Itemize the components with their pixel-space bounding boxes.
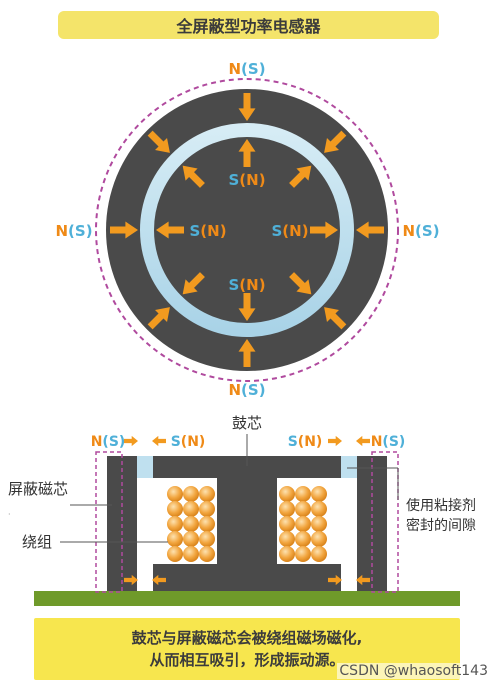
coil-wire [167,546,183,562]
shield-core-label: 屏蔽磁芯 [8,480,68,498]
attraction-arrow-icon [324,130,347,153]
pole-label-top: N(S) [228,60,265,78]
drum-core-post [217,478,277,564]
coil-wire [311,546,327,562]
attraction-arrow-icon [289,165,312,188]
attraction-arrow-icon [147,130,170,153]
section-arrows [124,435,370,586]
section-pole-right-inner: S(N) [288,434,323,450]
drum-core-label: 鼓芯 [232,414,262,432]
coil-wire [183,501,199,517]
attraction-arrow-icon [238,139,256,167]
coil-wire [279,486,295,502]
attraction-arrow-icon [356,574,370,586]
coil-wire [199,546,215,562]
attraction-arrow-icon [238,293,256,321]
attraction-arrow-icon [147,307,170,330]
gap-ring [140,123,354,337]
coil-wire [311,486,327,502]
coil-wire [311,531,327,547]
coil-wire [199,486,215,502]
coil-wire [167,531,183,547]
coil-wire [183,531,199,547]
coil-wire [279,501,295,517]
section-pole-left-inner: S(N) [171,434,206,450]
adhesive-gap-right [341,456,357,478]
caption-line-1: 鼓芯与屏蔽磁芯会被绕组磁场磁化, [131,629,363,647]
coil-wire [167,486,183,502]
attraction-arrow-icon [289,272,312,295]
inner-pole-label-top: S(N) [228,171,265,189]
coil-wire [199,531,215,547]
cross-section-view: N(S) S(N) S(N) N(S) 鼓芯 屏蔽磁芯 绕组 使用粘接剂 密封的… [8,414,476,606]
watermark: CSDN @whaosoft143 [337,663,490,679]
caption-line-2: 从而相互吸引，形成振动源。 [149,651,345,669]
coil-wire [295,546,311,562]
top-arrows [110,93,384,367]
outer-dashed-boundary [95,78,399,382]
page-title: 全屏蔽型功率电感器 [176,17,321,36]
coil-wire [167,501,183,517]
attraction-arrow-icon [182,165,205,188]
attraction-arrow-icon [156,221,184,239]
attraction-arrow-icon [328,435,342,447]
pole-label-right: N(S) [402,222,439,240]
coil-wire [311,501,327,517]
attraction-arrow-icon [110,221,138,239]
attraction-arrow-icon [124,435,138,447]
attraction-arrow-icon [124,574,138,586]
coil-wire [279,546,295,562]
coil-wire [279,531,295,547]
coil-wire [183,486,199,502]
inner-pole-label-bottom: S(N) [228,276,265,294]
attraction-arrow-icon [328,574,342,586]
pole-label-left: N(S) [55,222,92,240]
coil-wire [183,516,199,532]
attraction-arrow-icon [356,221,384,239]
dashed-outline-right [371,451,399,593]
coil-wire [199,501,215,517]
winding-label: 绕组 [22,533,52,551]
inner-pole-label-left: S(N) [189,222,226,240]
stray-mark: · [8,510,11,519]
coil-wire [183,546,199,562]
pcb-board [34,591,460,606]
attraction-arrow-icon [152,435,166,447]
coil-wire [311,516,327,532]
drum-core-bottom-flange [153,564,341,591]
adhesive-gap-left [137,456,153,478]
top-view: N(S) N(S) N(S) N(S) S(N) S(N) S(N) S(N) [55,60,439,399]
coil-wire [295,531,311,547]
attraction-arrow-icon [152,574,166,586]
adhesive-label-line2: 密封的间隙 [406,517,476,534]
drum-core-top-flange [153,456,341,478]
coil-wire [295,486,311,502]
caption-box: 鼓芯与屏蔽磁芯会被绕组磁场磁化, 从而相互吸引，形成振动源。 [34,618,460,680]
attraction-arrow-icon [356,435,370,447]
winding-coils [167,486,327,562]
attraction-arrow-icon [324,307,347,330]
adhesive-label-line1: 使用粘接剂 [406,497,476,514]
attraction-arrow-icon [310,221,338,239]
attraction-arrow-icon [238,93,256,121]
title-bar: 全屏蔽型功率电感器 [58,11,439,39]
section-pole-left-outer: N(S) [91,434,126,450]
coil-wire [279,516,295,532]
attraction-arrow-icon [182,272,205,295]
dashed-outline-left [95,451,123,593]
attraction-arrow-icon [238,339,256,367]
coil-wire [167,516,183,532]
section-pole-right-outer: N(S) [371,434,406,450]
inner-pole-label-right: S(N) [271,222,308,240]
coil-wire [295,501,311,517]
pole-label-bottom: N(S) [228,381,265,399]
coil-wire [295,516,311,532]
coil-wire [199,516,215,532]
